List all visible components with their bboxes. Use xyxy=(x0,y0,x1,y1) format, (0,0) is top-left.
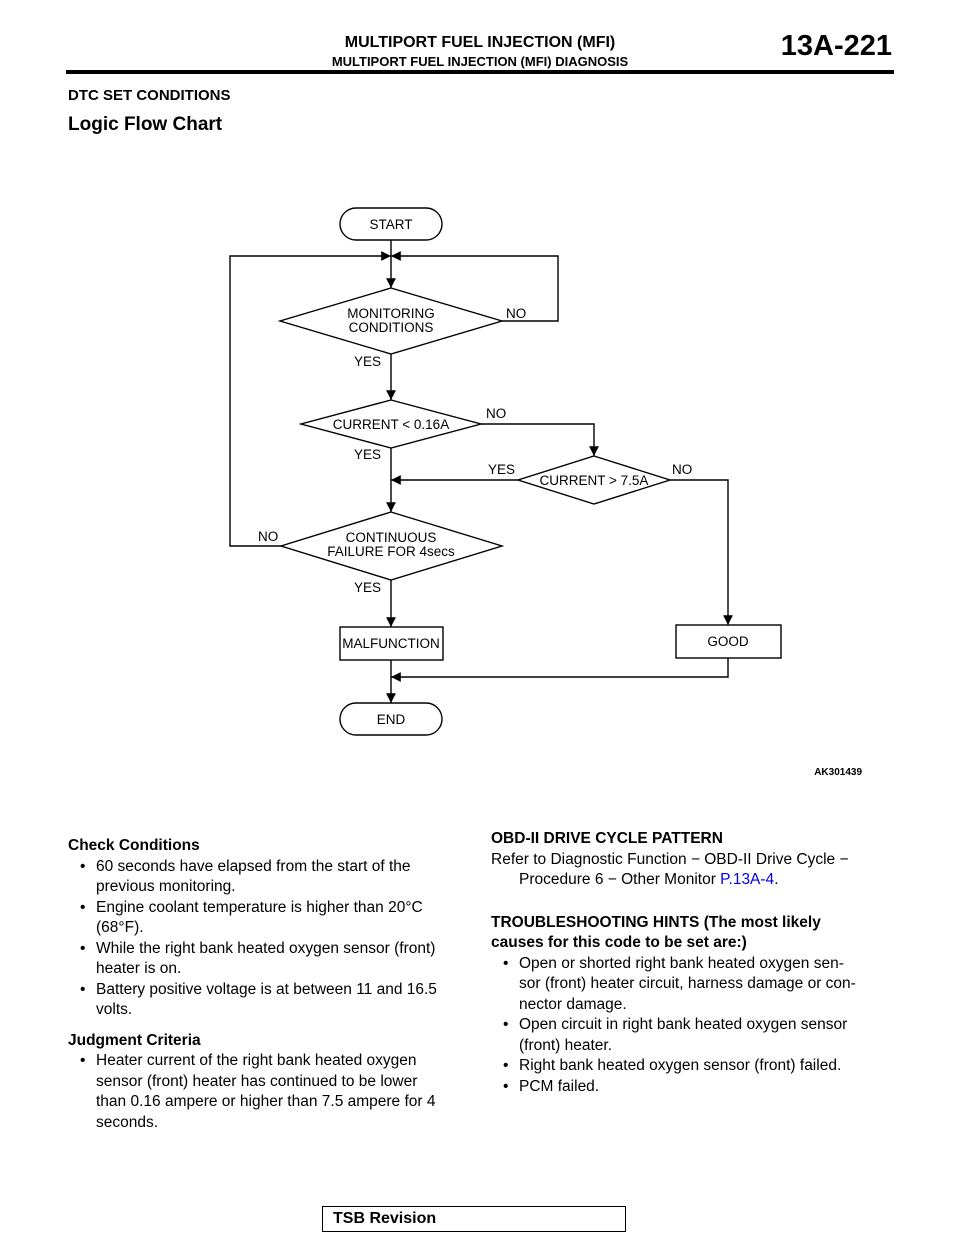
obd-line-2: Procedure 6 − Other Monitor P.13A-4. xyxy=(491,870,901,891)
list-item-line: seconds. xyxy=(96,1113,159,1131)
header-title: MULTIPORT FUEL INJECTION (MFI) xyxy=(344,34,616,51)
left-column: Check Conditions • 60 seconds have elapse… xyxy=(68,836,468,1133)
figure-id: AK301439 xyxy=(814,767,862,778)
current-high-yes-label: YES xyxy=(488,462,515,477)
list-item: • PCM failed. xyxy=(491,1077,901,1098)
bullet-icon: • xyxy=(503,1016,509,1033)
bullet-icon: • xyxy=(503,1077,509,1095)
current-high-label: CURRENT > 7.5A xyxy=(540,473,649,488)
bullet-icon: • xyxy=(503,1057,509,1074)
list-item: • Heater current of the right bank heated… xyxy=(68,1051,468,1133)
current-low-no-label: NO xyxy=(486,406,506,421)
list-item-line: Heater current of the right bank heated … xyxy=(96,1052,417,1069)
monitoring-label-2: CONDITIONS xyxy=(349,320,434,335)
list-item: • Right bank heated oxygen sensor (front)… xyxy=(491,1056,901,1077)
list-item-line: Engine coolant temperature is higher tha… xyxy=(96,898,423,916)
obd-line-1: Refer to Diagnostic Function − OBD-II Dr… xyxy=(491,850,849,868)
list-item: • Open circuit in right bank heated oxyge… xyxy=(491,1015,901,1056)
check-conditions-title: Check Conditions xyxy=(68,837,200,854)
current-low-yes-label: YES xyxy=(354,447,381,462)
footer-tsb-revision: TSB Revision xyxy=(322,1206,626,1232)
continuous-no-label: NO xyxy=(258,529,278,544)
obd-title: OBD-II DRIVE CYCLE PATTERN xyxy=(491,830,723,847)
logic-flow-chart: START MONITORING CONDITIONS NO YES CURRE… xyxy=(229,207,862,778)
page-number: 13A-221 xyxy=(780,30,892,62)
end-label: END xyxy=(377,712,406,727)
continuous-yes-label: YES xyxy=(354,580,381,595)
bullet-icon: • xyxy=(80,857,86,875)
list-item-line: previous monitoring. xyxy=(96,878,236,895)
hints-title-2: causes for this code to be set are:) xyxy=(491,934,747,951)
current-high-decision xyxy=(515,455,673,505)
current-low-label: CURRENT < 0.16A xyxy=(333,417,449,432)
list-item-line: PCM failed. xyxy=(519,1077,600,1095)
list-item-line: sor (front) heater circuit, harness dama… xyxy=(519,975,856,992)
list-item: • Battery positive voltage is at between … xyxy=(68,980,468,1021)
list-item: • Open or shorted right bank heated oxyge… xyxy=(491,954,901,1016)
bullet-icon: • xyxy=(80,980,86,998)
list-item-line: sensor (front) heater has continued to b… xyxy=(96,1072,418,1090)
bullet-icon: • xyxy=(503,954,509,972)
good-label: GOOD xyxy=(707,634,749,649)
header-rule xyxy=(66,70,894,74)
list-item-line: (front) heater. xyxy=(519,1036,613,1054)
monitoring-yes-label: YES xyxy=(354,354,381,369)
list-item: • 60 seconds have elapsed from the start … xyxy=(68,857,468,898)
bullet-icon: • xyxy=(80,939,86,957)
section-title: DTC SET CONDITIONS xyxy=(68,87,231,104)
current-high-no-label: NO xyxy=(672,462,692,477)
hints-list: • Open or shorted right bank heated oxyge… xyxy=(491,954,901,1098)
header-subtitle: MULTIPORT FUEL INJECTION (MFI) DIAGNOSIS xyxy=(331,54,629,69)
obd-period: . xyxy=(774,871,779,888)
hints-title-1: TROUBLESHOOTING HINTS (The most likely xyxy=(491,913,821,931)
monitoring-no-label: NO xyxy=(506,306,526,321)
end-terminal xyxy=(339,702,443,736)
list-item-line: heater is on. xyxy=(96,960,182,977)
list-item-line: Right bank heated oxygen sensor (front) … xyxy=(519,1057,842,1074)
bullet-icon: • xyxy=(80,898,86,916)
chart-title: Logic Flow Chart xyxy=(68,114,223,135)
check-list: • 60 seconds have elapsed from the start … xyxy=(68,857,468,1021)
start-label: START xyxy=(369,217,412,232)
list-item-line: volts. xyxy=(96,1001,133,1018)
judgment-criteria-title: Judgment Criteria xyxy=(68,1031,201,1049)
malfunction-label: MALFUNCTION xyxy=(342,636,440,651)
obd-page-link[interactable]: P.13A-4 xyxy=(720,871,775,888)
continuous-label-1: CONTINUOUS xyxy=(346,530,437,545)
list-item: • Engine coolant temperature is higher th… xyxy=(68,898,468,939)
obd-line-2-text: Procedure 6 − Other Monitor xyxy=(519,871,721,888)
monitoring-label-1: MONITORING xyxy=(347,306,435,321)
continuous-label-2: FAILURE FOR 4secs xyxy=(327,544,455,559)
list-item-line: Open or shorted right bank heated oxygen… xyxy=(519,954,844,972)
list-item-line: (68°F). xyxy=(96,919,144,936)
list-item-line: Battery positive voltage is at between 1… xyxy=(96,980,437,998)
judgment-list: • Heater current of the right bank heated… xyxy=(68,1051,468,1133)
list-item-line: than 0.16 ampere or higher than 7.5 ampe… xyxy=(96,1093,436,1110)
right-column: OBD-II DRIVE CYCLE PATTERN Refer to Diag… xyxy=(491,829,901,1097)
list-item-line: 60 seconds have elapsed from the start o… xyxy=(96,857,411,875)
list-item: • While the right bank heated oxygen sens… xyxy=(68,939,468,980)
list-item-line: While the right bank heated oxygen senso… xyxy=(96,939,436,957)
list-item-line: Open circuit in right bank heated oxygen… xyxy=(519,1016,848,1033)
list-item-line: nector damage. xyxy=(519,995,627,1013)
bullet-icon: • xyxy=(80,1052,86,1069)
